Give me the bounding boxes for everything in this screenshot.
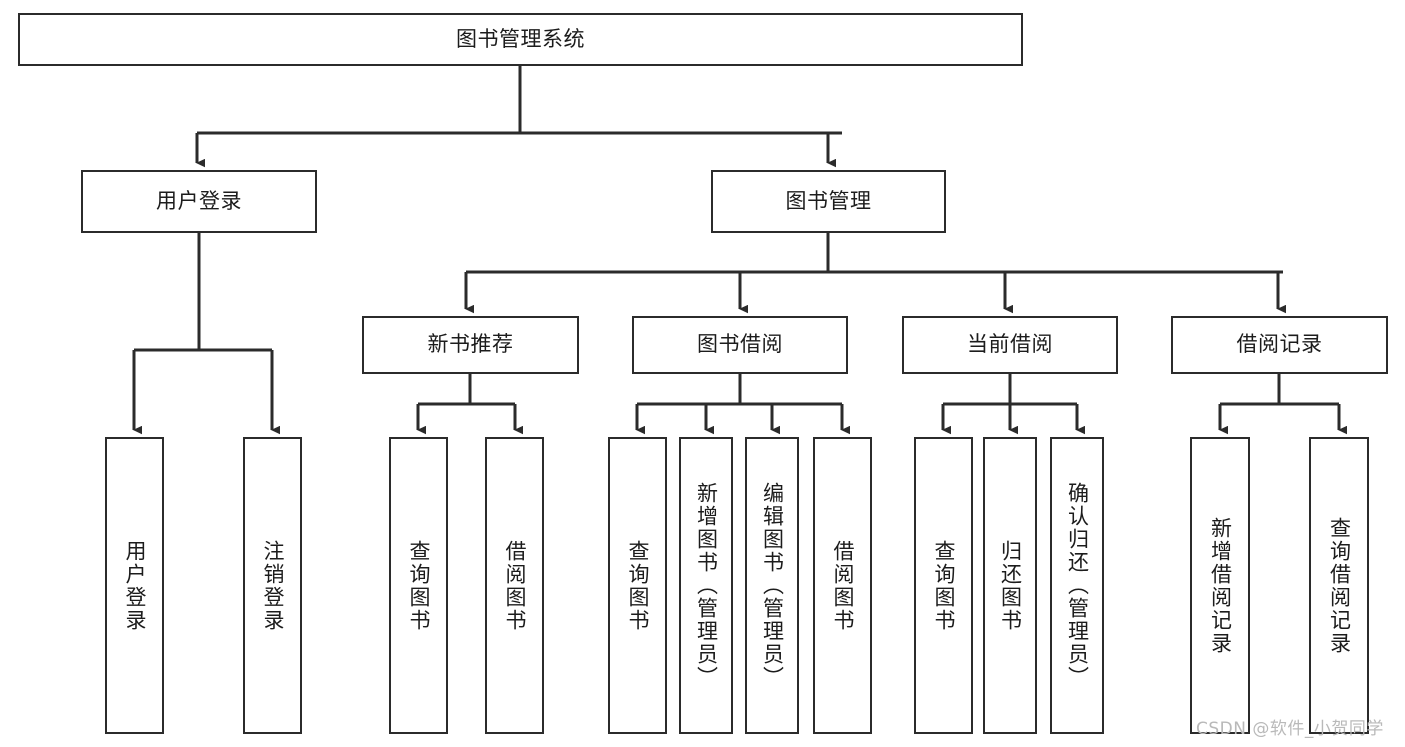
leaf-confirm-return-admin-label: 确认归还（管理员） <box>1065 482 1090 689</box>
leaf-logout[interactable]: 注销登录 <box>243 437 302 734</box>
leaf-query-book-newbook[interactable]: 查询图书 <box>389 437 448 734</box>
leaf-borrow-book-newbook[interactable]: 借阅图书 <box>485 437 544 734</box>
leaf-query-book-borrow[interactable]: 查询图书 <box>608 437 667 734</box>
node-root[interactable]: 图书管理系统 <box>18 13 1023 66</box>
node-book-management[interactable]: 图书管理 <box>711 170 946 233</box>
node-borrow-record[interactable]: 借阅记录 <box>1171 316 1388 374</box>
leaf-add-book-admin[interactable]: 新增图书（管理员） <box>679 437 733 734</box>
leaf-user-login[interactable]: 用户登录 <box>105 437 164 734</box>
node-book-borrow-label: 图书借阅 <box>697 332 783 357</box>
leaf-query-borrow-record[interactable]: 查询借阅记录 <box>1309 437 1369 734</box>
leaf-return-book-label: 归还图书 <box>998 539 1023 632</box>
node-borrow-record-label: 借阅记录 <box>1236 332 1323 357</box>
leaf-lend-book-label: 借阅图书 <box>831 539 855 632</box>
leaf-edit-book-admin[interactable]: 编辑图书（管理员） <box>745 437 799 734</box>
leaf-query-borrow-record-label: 查询借阅记录 <box>1327 516 1352 655</box>
leaf-return-book[interactable]: 归还图书 <box>983 437 1037 734</box>
leaf-query-book-current[interactable]: 查询图书 <box>914 437 973 734</box>
leaf-confirm-return-admin[interactable]: 确认归还（管理员） <box>1050 437 1104 734</box>
leaf-query-book-newbook-label: 查询图书 <box>407 539 431 632</box>
node-user-login[interactable]: 用户登录 <box>81 170 317 233</box>
leaf-logout-label: 注销登录 <box>261 539 285 632</box>
node-new-book-recommend[interactable]: 新书推荐 <box>362 316 579 374</box>
node-book-management-label: 图书管理 <box>785 188 872 213</box>
node-root-label: 图书管理系统 <box>456 26 585 51</box>
leaf-borrow-book-newbook-label: 借阅图书 <box>503 539 527 632</box>
node-new-book-recommend-label: 新书推荐 <box>427 332 514 357</box>
leaf-add-borrow-record-label: 新增借阅记录 <box>1208 516 1233 655</box>
leaf-query-book-borrow-label: 查询图书 <box>626 539 650 632</box>
node-current-borrow-label: 当前借阅 <box>967 332 1053 357</box>
node-current-borrow[interactable]: 当前借阅 <box>902 316 1118 374</box>
node-user-login-label: 用户登录 <box>156 188 242 213</box>
leaf-edit-book-admin-label: 编辑图书（管理员） <box>760 482 785 689</box>
leaf-add-book-admin-label: 新增图书（管理员） <box>694 482 719 689</box>
leaf-query-book-current-label: 查询图书 <box>932 539 956 632</box>
leaf-lend-book[interactable]: 借阅图书 <box>813 437 872 734</box>
node-book-borrow[interactable]: 图书借阅 <box>632 316 848 374</box>
leaf-add-borrow-record[interactable]: 新增借阅记录 <box>1190 437 1250 734</box>
leaf-user-login-label: 用户登录 <box>123 539 147 632</box>
